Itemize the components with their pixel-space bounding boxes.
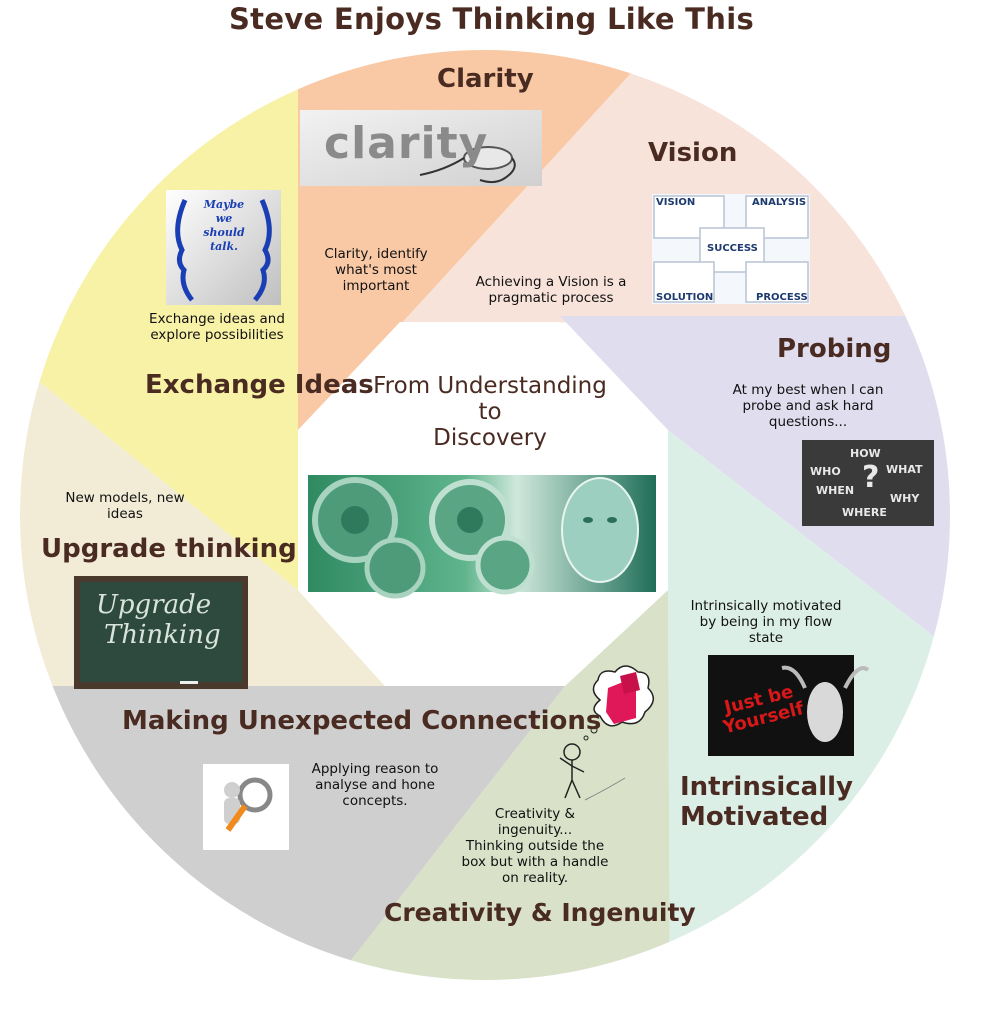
talk-text-line: talk. [210, 240, 238, 253]
motivated-caption-line: by being in my flow [699, 614, 833, 630]
board-word-where: WHERE [842, 506, 887, 519]
exchange-title: Exchange Ideas [145, 370, 374, 400]
creativity-title: Creativity & Ingenuity [384, 898, 696, 927]
upgrade-caption-line: New models, new [65, 490, 185, 506]
connections-caption-line: Applying reason to [311, 761, 439, 777]
page-title: Steve Enjoys Thinking Like This [228, 2, 755, 36]
segment-probing [560, 316, 950, 680]
thinking-person-sketch [559, 665, 654, 801]
center-title-line: to [478, 399, 502, 425]
connections-caption-line: concepts. [342, 793, 408, 809]
creativity-caption-line: on reality. [501, 870, 569, 886]
vision-caption-line: Achieving a Vision is a [475, 274, 627, 290]
motivated-title: Intrinsically Motivated [680, 772, 853, 832]
talking-faces-image [166, 190, 281, 305]
upgrade-title: Upgrade thinking [41, 534, 297, 564]
center-title-line: From Understanding [373, 373, 607, 399]
magnifier-person-image [203, 764, 289, 850]
probing-caption-line: questions... [768, 414, 848, 430]
puzzle-label-success: SUCCESS [707, 243, 758, 254]
exchange-caption: Exchange ideas and explore possibilities [136, 311, 298, 343]
puzzle-label-process: PROCESS [756, 292, 808, 303]
board-word-why: WHY [890, 492, 920, 505]
upgrade-chalkboard-image [74, 576, 248, 689]
vision-caption: Achieving a Vision is a pragmatic proces… [460, 274, 642, 306]
talk-text-line: Maybe [203, 198, 245, 211]
motivated-caption: Intrinsically motivated by being in my f… [676, 598, 856, 646]
puzzle-label-solution: SOLUTION [656, 292, 714, 303]
vision-title: Vision [648, 138, 738, 168]
connections-caption-line: analyse and hone [315, 777, 435, 793]
center-title-line: Discovery [433, 425, 547, 451]
clarity-title: Clarity [437, 64, 534, 94]
just-be-yourself-image [708, 655, 870, 756]
puzzle-label-vision: VISION [656, 197, 696, 208]
motivated-title-line: Motivated [680, 802, 829, 832]
probing-caption-line: At my best when I can [732, 382, 884, 398]
center-title: From Understanding to Discovery [330, 373, 650, 451]
probing-title: Probing [777, 334, 892, 364]
probing-caption: At my best when I can probe and ask hard… [718, 382, 898, 430]
motivated-caption-line: state [748, 630, 784, 646]
connections-title: Making Unexpected Connections [122, 706, 602, 736]
board-word-who: WHO [810, 465, 841, 478]
segment-creativity [320, 590, 670, 980]
clarity-caption-line: Clarity, identify [324, 246, 428, 262]
probing-caption-line: probe and ask hard [742, 398, 874, 414]
upgrade-caption: New models, new ideas [50, 490, 200, 522]
exchange-caption-line: explore possibilities [150, 327, 284, 343]
board-word-how: HOW [850, 447, 881, 460]
board-word-what: WHAT [886, 463, 923, 476]
creativity-caption-line: Thinking outside the [465, 838, 605, 854]
clarity-caption: Clarity, identify what's most important [306, 246, 446, 294]
clarity-caption-line: what's most [335, 262, 417, 278]
upgrade-caption-line: ideas [107, 506, 143, 522]
chalk-line: Thinking [104, 620, 221, 650]
talk-text-line: we should [203, 212, 245, 239]
gears-head-image [308, 475, 656, 599]
creativity-caption-line: ingenuity... [497, 822, 573, 838]
vision-caption-line: pragmatic process [488, 290, 614, 306]
clarity-image-text: clarity [324, 118, 489, 169]
clarity-image [300, 110, 542, 186]
creativity-caption-line: box but with a handle [461, 854, 609, 870]
talk-image-text: Maybe we should talk. [196, 198, 252, 254]
chalk-line: Upgrade [96, 590, 212, 620]
board-question-mark: ? [862, 460, 880, 495]
upgrade-chalk-text: Upgrade Thinking [96, 590, 221, 650]
motivated-caption-line: Intrinsically motivated [690, 598, 842, 614]
creativity-caption-line: Creativity & [494, 806, 576, 822]
exchange-caption-line: Exchange ideas and [149, 311, 285, 327]
questions-chalkboard-image [802, 440, 934, 526]
board-word-when: WHEN [816, 484, 855, 497]
puzzle-label-analysis: ANALYSIS [752, 197, 807, 208]
connections-caption: Applying reason to analyse and hone conc… [296, 761, 454, 809]
motivated-title-line: Intrinsically [680, 772, 853, 802]
vision-puzzle-image [652, 194, 810, 304]
creativity-caption: Creativity & ingenuity... Thinking outsi… [448, 806, 622, 886]
clarity-caption-line: important [342, 278, 410, 294]
